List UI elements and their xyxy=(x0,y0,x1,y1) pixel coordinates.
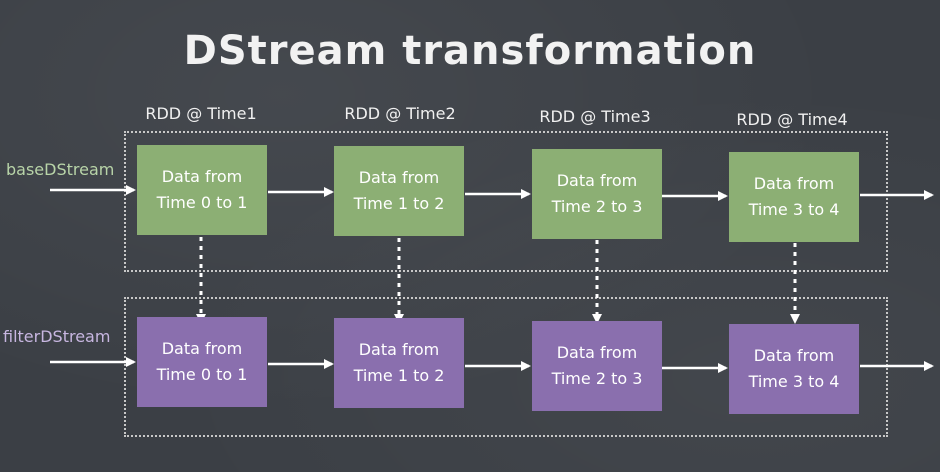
rdd-label-time4: RDD @ Time4 xyxy=(736,110,848,129)
box-line2: Time 1 to 2 xyxy=(353,194,445,213)
box-line1: Data from xyxy=(358,168,440,187)
box-line1: Data from xyxy=(556,343,638,362)
rdd-label-time2: RDD @ Time2 xyxy=(344,104,456,123)
base-rdd-box-4: Data from Time 3 to 4 xyxy=(729,152,859,242)
box-line1: Data from xyxy=(753,174,835,193)
box-line1: Data from xyxy=(358,340,440,359)
box-line1: Data from xyxy=(753,346,835,365)
base-rdd-box-3: Data from Time 2 to 3 xyxy=(532,149,662,239)
base-rdd-box-1: Data from Time 0 to 1 xyxy=(137,145,267,235)
base-dstream-group xyxy=(124,131,888,272)
rdd-label-time1: RDD @ Time1 xyxy=(145,104,257,123)
filter-rdd-box-4: Data from Time 3 to 4 xyxy=(729,324,859,414)
rdd-label-time3: RDD @ Time3 xyxy=(539,107,651,126)
box-line1: Data from xyxy=(161,339,243,358)
base-rdd-box-2: Data from Time 1 to 2 xyxy=(334,146,464,236)
filter-rdd-box-2: Data from Time 1 to 2 xyxy=(334,318,464,408)
box-line2: Time 3 to 4 xyxy=(748,372,840,391)
box-line2: Time 0 to 1 xyxy=(156,193,248,212)
box-line1: Data from xyxy=(161,167,243,186)
box-line2: Time 0 to 1 xyxy=(156,365,248,384)
box-line1: Data from xyxy=(556,171,638,190)
box-line2: Time 2 to 3 xyxy=(551,369,643,388)
filter-dstream-label: filterDStream xyxy=(3,327,111,346)
box-line2: Time 1 to 2 xyxy=(353,366,445,385)
box-line2: Time 3 to 4 xyxy=(748,200,840,219)
filter-rdd-box-3: Data from Time 2 to 3 xyxy=(532,321,662,411)
box-line2: Time 2 to 3 xyxy=(551,197,643,216)
filter-rdd-box-1: Data from Time 0 to 1 xyxy=(137,317,267,407)
base-dstream-label: baseDStream xyxy=(6,160,115,179)
diagram-title: DStream transformation xyxy=(183,28,757,74)
